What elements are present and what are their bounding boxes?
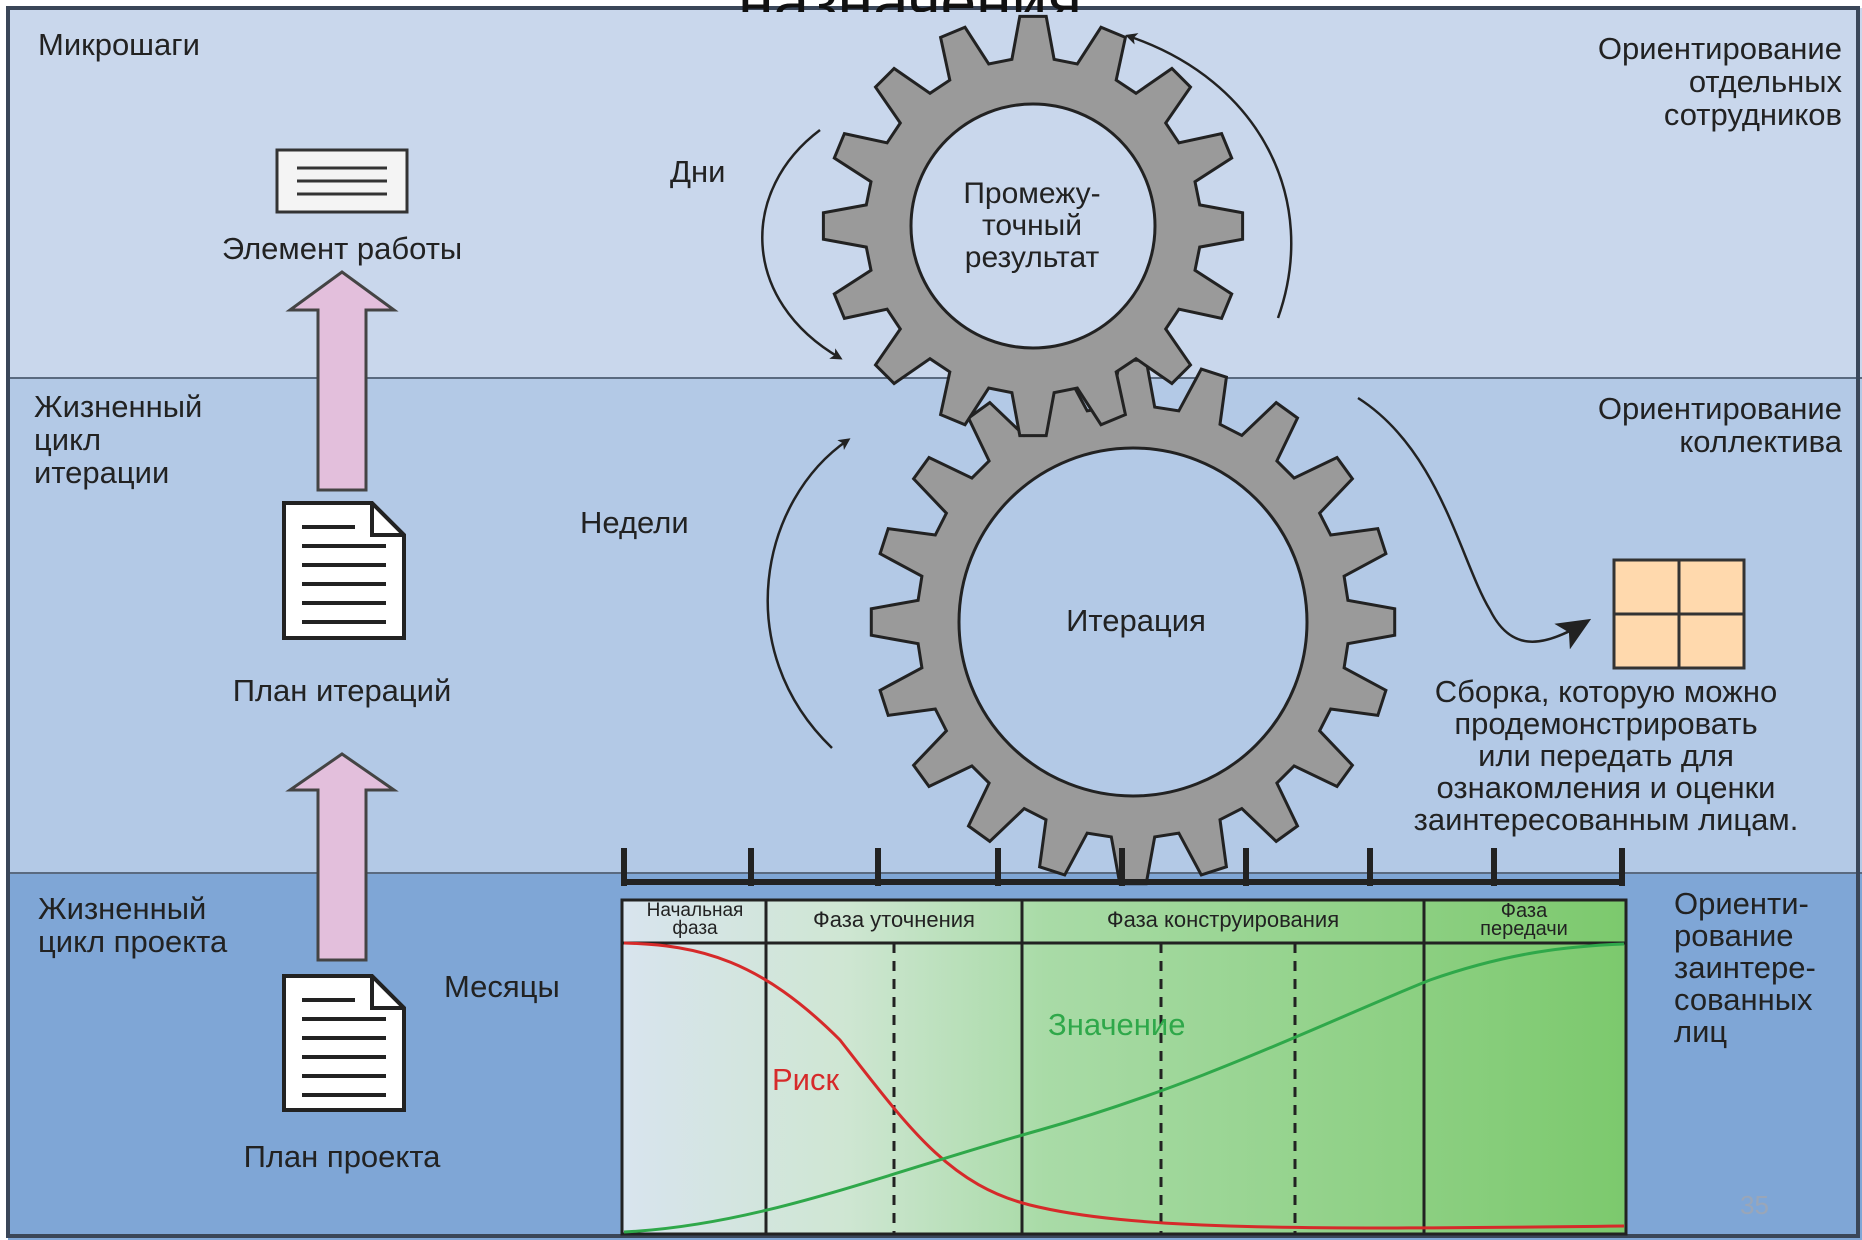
label-line: отдельных	[1688, 64, 1842, 99]
label-line: сованных	[1674, 982, 1813, 1017]
frame	[6, 6, 1860, 1238]
slide-number: 35	[1740, 1190, 1769, 1220]
iteration-label: Итерация	[1066, 603, 1206, 638]
label-line: Ориентирование	[1597, 31, 1842, 66]
label-line: сотрудников	[1663, 97, 1842, 132]
label-line: заинтересованным лицам.	[1413, 802, 1799, 837]
individual-orientation-label: Ориентирование отдельных сотрудников	[1470, 32, 1842, 131]
label-line: продемонстрировать	[1454, 706, 1758, 741]
months-label: Месяцы	[444, 969, 560, 1004]
iteration-plan-label: План итераций	[232, 673, 452, 708]
label-line: Жизненный	[38, 891, 207, 926]
label-line: передачи	[1480, 918, 1568, 940]
rotation-arrow-icon	[761, 129, 843, 360]
timeline-ruler	[621, 848, 1625, 886]
micro-steps-label: Микрошаги	[38, 27, 200, 62]
stakeholder-orientation-label: Ориенти- рование заинтере- сованных лиц	[1674, 888, 1816, 1048]
build-label: Сборка, которую можно продемонстрировать…	[1356, 676, 1856, 836]
project-plan-label: План проекта	[243, 1139, 441, 1174]
up-arrow-icon	[285, 270, 399, 492]
label-line: ознакомления и оценки	[1436, 770, 1776, 805]
value-curve	[623, 942, 1625, 1234]
label-line: Ориенти-	[1674, 886, 1809, 921]
rotation-arrow-icon	[766, 438, 851, 749]
label-line: фаза	[672, 918, 718, 939]
work-item-icon	[275, 148, 409, 214]
document-icon	[282, 501, 406, 640]
up-arrow-icon	[285, 752, 399, 962]
label-line: Начальная	[646, 900, 744, 921]
value-label: Значение	[1048, 1007, 1186, 1042]
label-line: результат	[964, 241, 1100, 274]
build-icon	[1612, 558, 1746, 670]
phase-chart	[620, 898, 1628, 1236]
label-line: коллектива	[1679, 424, 1842, 459]
risk-curve	[623, 941, 1625, 1230]
iteration-gear	[869, 358, 1397, 886]
iteration-lifecycle-label: Жизненный цикл итерации	[34, 390, 202, 489]
team-orientation-label: Ориентирование коллектива	[1470, 392, 1842, 458]
document-icon	[282, 974, 406, 1112]
label-line: Сборка, которую можно	[1434, 674, 1778, 709]
weeks-label: Недели	[580, 505, 689, 540]
days-label: Дни	[670, 154, 726, 189]
label-line: или передать для	[1478, 738, 1734, 773]
label-line: итерации	[34, 455, 170, 490]
label-line: Жизненный	[34, 389, 203, 424]
label-line: Фаза	[1500, 900, 1548, 922]
label-line: заинтере-	[1674, 950, 1816, 985]
work-item-label: Элемент работы	[221, 231, 463, 266]
label-line: точный	[982, 209, 1082, 242]
phase-transition-label: Фаза передачи	[1424, 900, 1624, 940]
project-lifecycle-label: Жизненный цикл проекта	[38, 892, 227, 958]
label-line: рование	[1674, 918, 1794, 953]
label-line: лиц	[1674, 1014, 1728, 1049]
interim-result-label: Промежу- точный результат	[912, 178, 1152, 274]
label-line: Промежу-	[963, 177, 1101, 210]
phase-construction-label: Фаза конструирования	[1106, 907, 1340, 932]
phase-elaboration-label: Фаза уточнения	[813, 907, 975, 932]
build-arrow-icon	[1357, 396, 1592, 650]
interim-result-gear	[821, 14, 1245, 438]
phase-inception-label: Начальная фаза	[624, 900, 766, 939]
slide-title: назначения	[560, 0, 1260, 12]
rotation-arrow-icon	[1125, 33, 1293, 319]
risk-label: Риск	[772, 1062, 840, 1097]
label-line: цикл	[34, 422, 102, 457]
label-line: Ориентирование	[1597, 391, 1842, 426]
label-line: цикл проекта	[38, 924, 228, 959]
